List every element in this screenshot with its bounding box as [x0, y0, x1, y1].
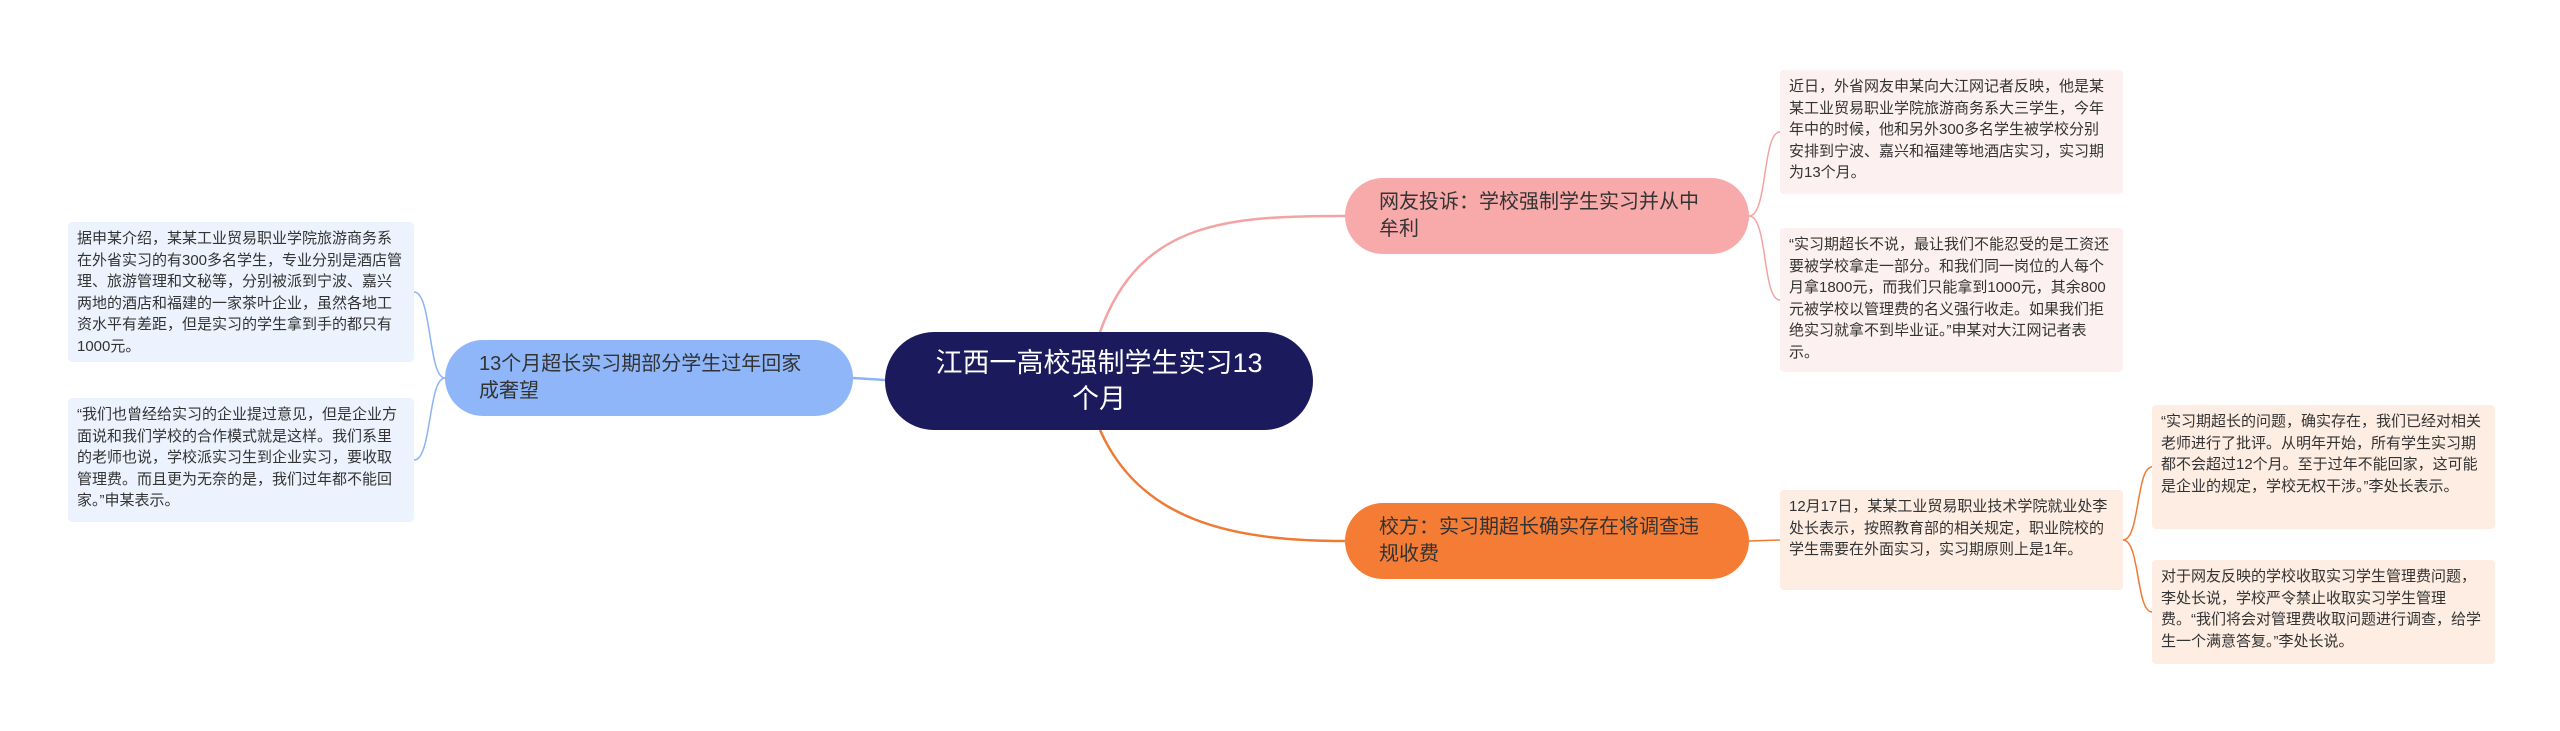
root-topic[interactable]: 江西一高校强制学生实习13个月: [885, 332, 1313, 430]
link-schoolleaf-b: [2122, 539, 2153, 613]
leaf-text: 据申某介绍，某某工业贸易职业学院旅游商务系在外省实习的有300多名学生，专业分别…: [77, 230, 403, 355]
leaf-text: 近日，外省网友申某向大江网记者反映，他是某某工业贸易职业学院旅游商务系大三学生，…: [1789, 78, 2105, 181]
branch-school[interactable]: 校方：实习期超长确实存在将调查违规收费: [1345, 503, 1749, 579]
branch-complaint[interactable]: 网友投诉：学校强制学生实习并从中牟利: [1345, 178, 1749, 254]
leaf-text: “实习期超长不说，最让我们不能忍受的是工资还要被学校拿走一部分。和我们同一岗位的…: [1789, 236, 2109, 361]
leaf-students-details[interactable]: 据申某介绍，某某工业贸易职业学院旅游商务系在外省实习的有300多名学生，专业分别…: [68, 222, 414, 362]
leaf-complaint-report[interactable]: 近日，外省网友申某向大江网记者反映，他是某某工业贸易职业学院旅游商务系大三学生，…: [1780, 70, 2123, 194]
link-root-complaint: [1098, 214, 1346, 333]
link-students-leaf2: [413, 377, 446, 461]
link-schoolleaf-a: [2122, 466, 2153, 541]
link-students-leaf1: [413, 291, 446, 379]
branch-school-label: 校方：实习期超长确实存在将调查违规收费: [1379, 516, 1699, 565]
leaf-school-fee-investigation[interactable]: 对于网友反映的学校收取实习学生管理费问题，李处长说，学校严令禁止收取实习学生管理…: [2152, 560, 2495, 664]
branch-students[interactable]: 13个月超长实习期部分学生过年回家成奢望: [445, 340, 853, 416]
leaf-school-statement[interactable]: 12月17日，某某工业贸易职业技术学院就业处李处长表示，按照教育部的相关规定，职…: [1780, 490, 2123, 590]
branch-students-label: 13个月超长实习期部分学生过年回家成奢望: [479, 353, 802, 402]
link-root-students: [852, 376, 886, 382]
link-complaint-leaf1: [1748, 131, 1781, 217]
branch-complaint-label: 网友投诉：学校强制学生实习并从中牟利: [1379, 191, 1699, 240]
link-school-leaf1: [1748, 539, 1781, 542]
leaf-text: 对于网友反映的学校收取实习学生管理费问题，李处长说，学校严令禁止收取实习学生管理…: [2161, 568, 2481, 650]
leaf-text: “实习期超长的问题，确实存在，我们已经对相关老师进行了批评。从明年开始，所有学生…: [2161, 413, 2481, 495]
leaf-complaint-wages[interactable]: “实习期超长不说，最让我们不能忍受的是工资还要被学校拿走一部分。和我们同一岗位的…: [1780, 228, 2123, 372]
link-complaint-leaf2: [1748, 215, 1781, 301]
link-root-school: [1098, 429, 1346, 543]
leaf-students-holiday[interactable]: “我们也曾经给实习的企业提过意见，但是企业方面说和我们学校的合作模式就是这样。我…: [68, 398, 414, 522]
leaf-school-internship-length[interactable]: “实习期超长的问题，确实存在，我们已经对相关老师进行了批评。从明年开始，所有学生…: [2152, 405, 2495, 529]
leaf-text: “我们也曾经给实习的企业提过意见，但是企业方面说和我们学校的合作模式就是这样。我…: [77, 406, 397, 509]
root-topic-label: 江西一高校强制学生实习13个月: [935, 348, 1263, 414]
leaf-text: 12月17日，某某工业贸易职业技术学院就业处李处长表示，按照教育部的相关规定，职…: [1789, 498, 2108, 558]
